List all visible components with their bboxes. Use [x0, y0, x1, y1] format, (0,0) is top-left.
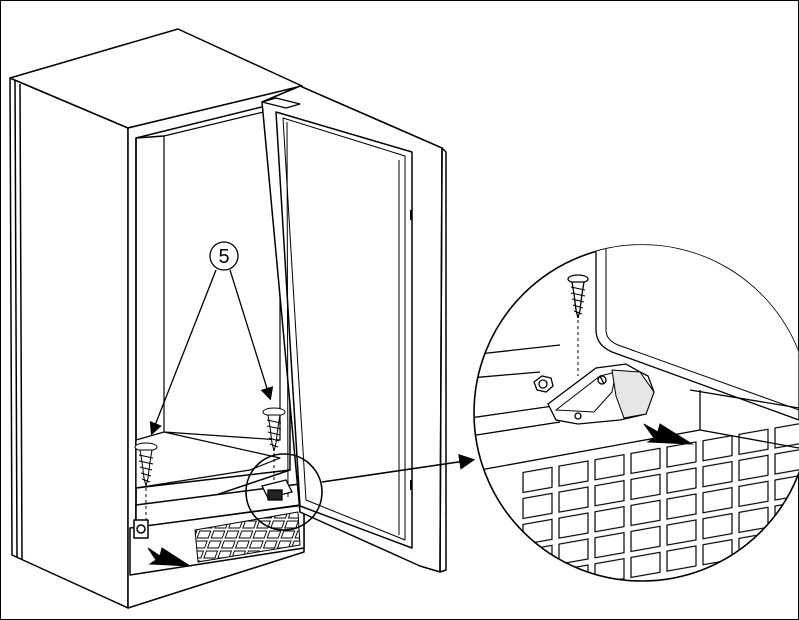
door	[261, 85, 447, 573]
callout-leader-left	[149, 269, 217, 436]
callout-circle	[209, 241, 239, 271]
bottom-hinge	[261, 479, 293, 501]
screw-left	[134, 442, 158, 520]
screw-right	[262, 407, 286, 490]
callout-5: 5	[149, 241, 274, 436]
zoom-connector-arrow	[321, 453, 476, 483]
callout-leader-right	[229, 269, 274, 401]
small-zoom-circle	[245, 453, 323, 531]
cabinet	[9, 28, 305, 609]
callout-label: 5	[218, 246, 229, 268]
arrow-left-bottom	[147, 547, 192, 567]
arrow-detail	[643, 423, 694, 445]
